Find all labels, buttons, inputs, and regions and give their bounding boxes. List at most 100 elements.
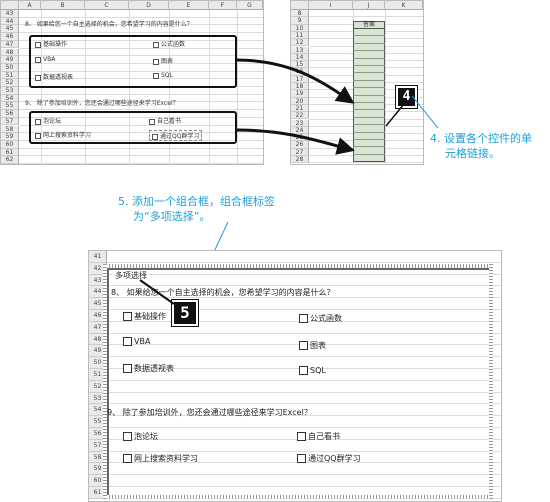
q9-option-3[interactable]: 网上搜索资料学习 — [123, 453, 198, 464]
row-header[interactable]: 56 — [1, 110, 19, 118]
row-header[interactable]: 14 — [291, 53, 309, 62]
q8-option-4[interactable]: 图表 — [299, 340, 326, 351]
q9-option-1[interactable]: 泡论坛 — [35, 116, 61, 125]
row-header[interactable]: 27 — [291, 148, 309, 156]
row-header[interactable]: 50 — [1, 63, 19, 72]
q9-option-2[interactable]: 自己看书 — [149, 116, 181, 125]
row-header[interactable]: 62 — [1, 156, 19, 164]
row-header[interactable]: 22 — [291, 112, 309, 120]
answer-header-cell[interactable]: 答案 — [353, 21, 385, 29]
q8-option-4[interactable]: 图表 — [153, 56, 173, 65]
row-header[interactable]: 61 — [1, 148, 19, 157]
col-header-f[interactable]: F — [209, 1, 237, 10]
row-header[interactable]: 52 — [1, 79, 19, 87]
col-header-j[interactable]: J — [353, 1, 385, 10]
q8-option-6[interactable]: SQL — [299, 366, 326, 375]
answer-cell-line — [353, 102, 385, 103]
row-header[interactable]: 18 — [291, 83, 309, 91]
col-header-i[interactable]: I — [309, 1, 353, 10]
row-header[interactable]: 19 — [291, 90, 309, 98]
checkbox-icon — [123, 337, 132, 346]
col-header-g[interactable]: G — [237, 1, 263, 10]
row-header[interactable]: 48 — [1, 48, 19, 57]
row-header[interactable]: 47 — [1, 40, 19, 49]
row-header[interactable]: 12 — [291, 39, 309, 47]
row-header[interactable]: 10 — [291, 24, 309, 32]
row-header[interactable]: 17 — [291, 75, 309, 83]
q8-option-1[interactable]: 基础操作 — [35, 39, 67, 48]
grid-row-line — [19, 55, 263, 57]
col-header-c[interactable]: C — [85, 1, 129, 10]
checkbox-icon — [299, 366, 308, 375]
row-header[interactable]: 8 — [291, 10, 309, 18]
q8-option-3[interactable]: VBA — [123, 337, 150, 346]
grid-row-line — [107, 403, 501, 405]
col-header-b[interactable]: B — [41, 1, 85, 10]
q8-option-2-label: 公式函数 — [161, 41, 186, 48]
checkbox-icon — [35, 41, 41, 48]
row-header[interactable]: 54 — [1, 94, 19, 103]
row-header[interactable]: 51 — [1, 71, 19, 80]
caption-4-pointer — [411, 95, 439, 129]
row-header[interactable]: 49 — [1, 56, 19, 64]
group-box-label[interactable]: 多项选择 — [113, 270, 149, 281]
q9-option-1[interactable]: 泡论坛 — [123, 431, 158, 442]
row-header[interactable]: 55 — [1, 102, 19, 111]
q8-option-5[interactable]: 数据透视表 — [35, 72, 73, 81]
row-header[interactable]: 53 — [1, 87, 19, 95]
group-box-selection-border-right[interactable] — [489, 264, 493, 499]
q9-option-3[interactable]: 网上搜索资料学习 — [35, 130, 91, 139]
group-box-selection-border-left[interactable] — [103, 264, 107, 499]
q8-option-3[interactable]: VBA — [35, 56, 55, 63]
grid-row-line — [107, 486, 501, 487]
col-header-e[interactable]: E — [169, 1, 209, 10]
col-header-k[interactable]: K — [385, 1, 423, 10]
row-header[interactable]: 24 — [291, 126, 309, 135]
q8-option-1[interactable]: 基础操作 — [123, 311, 166, 322]
step-4-badge: 4 — [395, 85, 418, 109]
col-header-a[interactable]: A — [19, 1, 41, 10]
row-header[interactable]: 11 — [291, 31, 309, 40]
row-header[interactable]: 23 — [291, 119, 309, 127]
group-box-selection-border-bottom[interactable] — [103, 495, 493, 499]
q8-option-2-label: 公式函数 — [310, 314, 342, 323]
q9-option-2[interactable]: 自己看书 — [297, 431, 340, 442]
row-header[interactable]: 45 — [1, 25, 19, 34]
checkbox-icon — [123, 312, 132, 321]
q8-option-2[interactable]: 公式函数 — [153, 39, 185, 48]
q8-text: 8、 如果给您一个自主选择的机会，您希望学习的内容是什么？ — [25, 21, 193, 28]
row-header[interactable]: 44 — [1, 17, 19, 26]
grid-row-line — [19, 70, 263, 72]
row-header[interactable]: 13 — [291, 46, 309, 54]
grid-row-line — [19, 78, 263, 80]
q9-text: 9、 除了参加培训外，您还会通过哪些途径来学习Excel？ — [107, 408, 312, 417]
q8-option-5[interactable]: 数据透视表 — [123, 363, 174, 374]
row-header[interactable]: 57 — [1, 117, 19, 126]
row-header[interactable]: 41 — [89, 251, 107, 263]
grid-row-line — [309, 16, 423, 18]
col-header-d[interactable]: D — [129, 1, 169, 10]
row-header[interactable]: 21 — [291, 104, 309, 113]
row-header[interactable]: 43 — [1, 10, 19, 18]
corner-cell[interactable] — [291, 1, 309, 10]
checkbox-icon — [153, 58, 159, 65]
caption-5-line-1: 5. 添加一个组合框，组合框标签 — [118, 195, 275, 208]
row-header[interactable]: 26 — [291, 141, 309, 149]
row-header[interactable]: 59 — [1, 133, 19, 141]
q9-option-4[interactable]: 通过QQ群学习 — [297, 453, 361, 464]
corner-cell[interactable] — [1, 1, 19, 10]
q9-option-4[interactable]: 通过QQ群学习 — [149, 130, 203, 141]
row-header[interactable]: 60 — [1, 140, 19, 149]
row-header[interactable]: 58 — [1, 125, 19, 134]
row-header[interactable]: 15 — [291, 61, 309, 69]
row-header[interactable]: 46 — [1, 33, 19, 41]
row-header[interactable]: 9 — [291, 17, 309, 25]
row-header[interactable]: 28 — [291, 156, 309, 164]
row-header[interactable]: 20 — [291, 97, 309, 105]
q8-option-2[interactable]: 公式函数 — [299, 313, 342, 324]
q9-selection-box — [29, 111, 237, 144]
group-box-selection-border-top[interactable] — [103, 264, 493, 268]
answer-cell-line — [353, 139, 385, 140]
caption-step-4: 4. 设置各个控件的单 元格链接。 — [430, 131, 550, 161]
q8-option-6[interactable]: SQL — [153, 72, 173, 79]
